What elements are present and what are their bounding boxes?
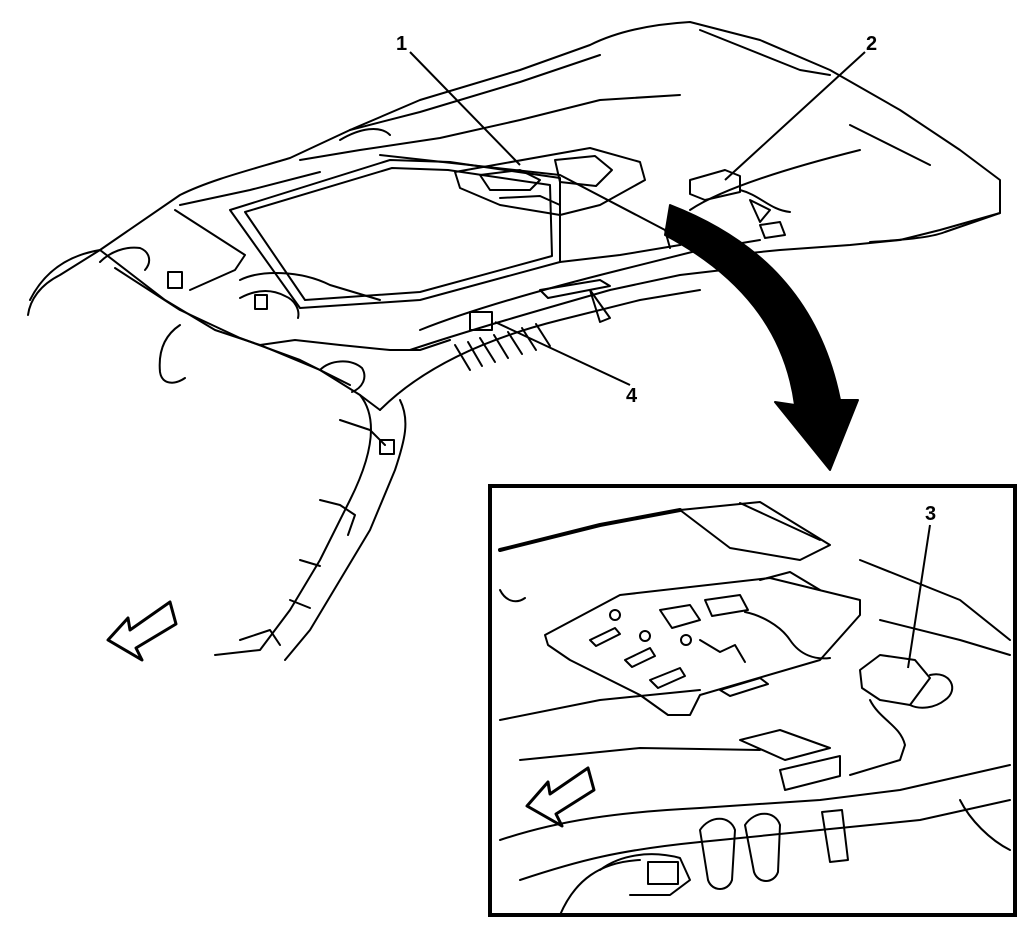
callout-2-label: 2 bbox=[866, 33, 877, 55]
inset-front-direction-arrow bbox=[525, 766, 596, 828]
module-3 bbox=[859, 654, 931, 706]
headliner-front-edge bbox=[27, 249, 101, 316]
grille-slots bbox=[454, 323, 551, 371]
detail-arrow bbox=[664, 204, 859, 471]
detail-inset: 3 bbox=[488, 484, 1017, 917]
callout-4-label: 4 bbox=[626, 385, 638, 407]
leader-line-4 bbox=[494, 321, 631, 386]
a-pillar-trim bbox=[214, 394, 372, 656]
callout-1-label: 1 bbox=[396, 33, 407, 55]
wiring-harness bbox=[99, 246, 366, 393]
leader-line-2 bbox=[724, 51, 866, 181]
leader-line-3 bbox=[907, 524, 931, 669]
leader-line-1 bbox=[409, 51, 521, 166]
headliner-main-view bbox=[27, 21, 1001, 661]
sunroof-opening bbox=[229, 159, 561, 309]
overhead-console-module bbox=[454, 147, 646, 216]
front-direction-arrow bbox=[106, 600, 178, 662]
callout-3-label: 3 bbox=[925, 503, 936, 525]
inset-frame bbox=[488, 484, 1017, 917]
module-2 bbox=[689, 169, 741, 201]
headliner-rear-edge bbox=[869, 212, 1001, 243]
